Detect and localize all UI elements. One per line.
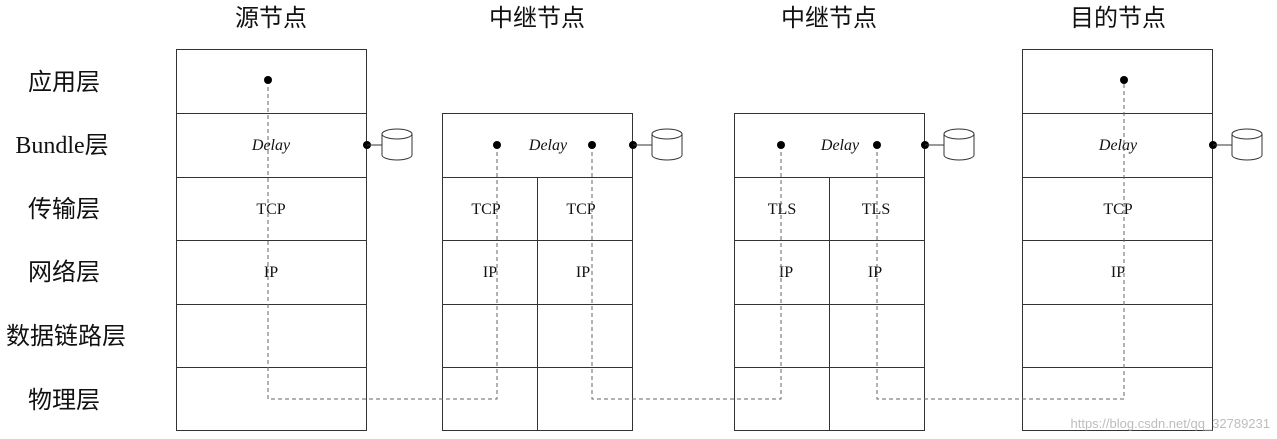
relay-2-delay-label: Delay <box>820 137 860 154</box>
relay-1-transport-right: TCP <box>566 201 595 218</box>
relay-1-dot-left <box>493 141 501 149</box>
storage-icon <box>629 128 683 161</box>
layer-label-physical: 物理层 <box>28 387 100 414</box>
relay-1-dot-right <box>588 141 596 149</box>
data-flow-path <box>267 80 1125 400</box>
destination-transport-label: TCP <box>1103 201 1132 218</box>
destination-app-dot <box>1120 76 1128 84</box>
storage-icon <box>1209 128 1263 161</box>
relay-2-transport-left: TLS <box>768 201 796 218</box>
relay-2-network-left: IP <box>779 264 793 281</box>
source-delay-label: Delay <box>251 137 291 154</box>
relay-2-transport-right: TLS <box>862 201 890 218</box>
relay-1-network-left: IP <box>483 264 497 281</box>
layer-label-datalink: 数据链路层 <box>6 323 126 350</box>
source-network-label: IP <box>264 264 278 281</box>
layer-label-application: 应用层 <box>28 69 100 96</box>
destination-network-label: IP <box>1111 264 1125 281</box>
destination-delay-label: Delay <box>1098 137 1138 154</box>
relay-2-dot-left <box>777 141 785 149</box>
source-transport-label: TCP <box>256 201 285 218</box>
layer-label-transport: 传输层 <box>28 196 100 223</box>
node-title-relay-1: 中继节点 <box>489 5 585 32</box>
relay-1-network-right: IP <box>576 264 590 281</box>
relay-1-transport-left: TCP <box>471 201 500 218</box>
relay-2-node-stack: Delay TLS TLS IP IP <box>734 113 925 431</box>
relay-2-dot-right <box>873 141 881 149</box>
relay-2-network-right: IP <box>868 264 882 281</box>
relay-1-delay-label: Delay <box>528 137 568 154</box>
source-node-stack: Delay TCP IP <box>176 49 367 431</box>
node-title-relay-2: 中继节点 <box>781 5 877 32</box>
layer-label-network: 网络层 <box>28 259 100 286</box>
node-title-destination: 目的节点 <box>1070 5 1166 32</box>
storage-icon <box>363 128 413 161</box>
node-title-source: 源节点 <box>235 5 307 32</box>
relay-1-node-stack: Delay TCP TCP IP IP <box>442 113 633 431</box>
layer-label-bundle: Bundle层 <box>15 133 108 159</box>
source-app-dot <box>264 76 272 84</box>
storage-icon <box>921 128 975 161</box>
destination-node-stack: Delay TCP IP <box>1022 49 1213 431</box>
watermark-text: https://blog.csdn.net/qq_32789231 <box>1071 416 1271 431</box>
